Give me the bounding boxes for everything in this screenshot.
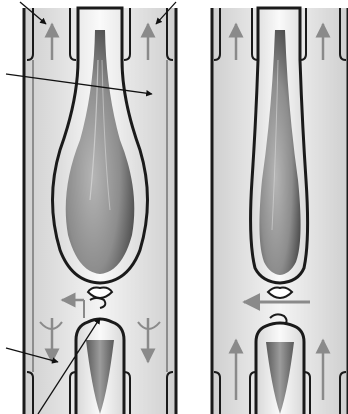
left-panel	[24, 8, 176, 414]
right-panel	[212, 8, 348, 414]
